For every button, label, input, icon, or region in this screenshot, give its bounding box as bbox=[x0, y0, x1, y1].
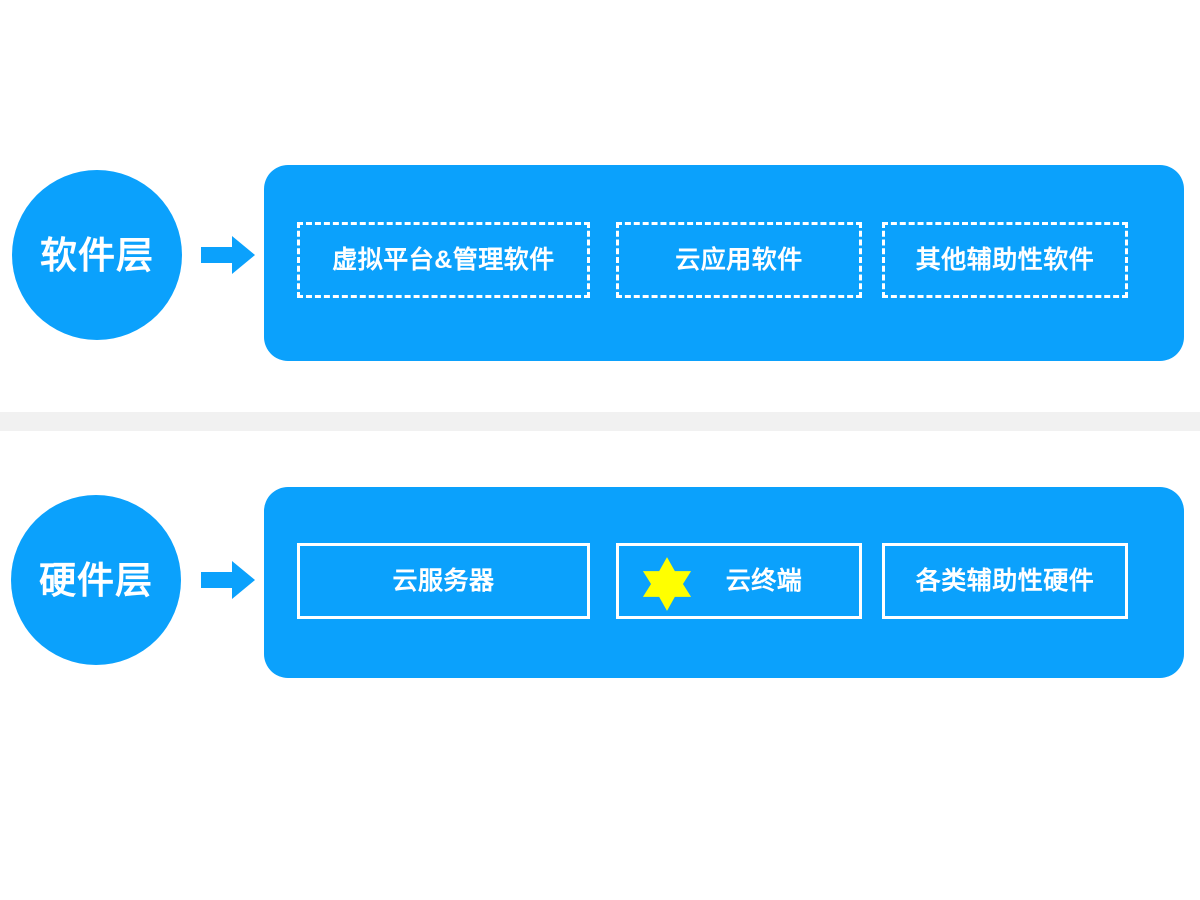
section-divider-band bbox=[0, 412, 1200, 431]
layer-circle-label-software: 软件层 bbox=[40, 234, 154, 276]
arrow-hardware bbox=[201, 561, 255, 599]
hardware-item-label-3: 各类辅助性硬件 bbox=[915, 566, 1095, 595]
hardware-item-label-1: 云服务器 bbox=[392, 566, 495, 595]
hardware-item-box-3[interactable]: 各类辅助性硬件 bbox=[882, 543, 1128, 619]
hardware-item-label-2: 云终端 bbox=[725, 566, 803, 595]
software-item-box-1[interactable]: 虚拟平台&管理软件 bbox=[297, 222, 590, 298]
software-item-label-2: 云应用软件 bbox=[675, 245, 803, 274]
layer-panel-software bbox=[264, 165, 1184, 361]
layer-circle-hardware[interactable]: 硬件层 bbox=[11, 495, 181, 665]
hardware-item-box-1[interactable]: 云服务器 bbox=[297, 543, 590, 619]
six-pointed-star-icon bbox=[639, 556, 695, 612]
software-item-label-1: 虚拟平台&管理软件 bbox=[332, 245, 555, 274]
layer-panel-hardware bbox=[264, 487, 1184, 678]
arrow-software bbox=[201, 236, 255, 274]
hardware-item-box-2[interactable]: 云终端 bbox=[616, 543, 862, 619]
layer-circle-label-hardware: 硬件层 bbox=[39, 559, 153, 601]
layer-circle-software[interactable]: 软件层 bbox=[12, 170, 182, 340]
software-item-box-2[interactable]: 云应用软件 bbox=[616, 222, 862, 298]
software-item-box-3[interactable]: 其他辅助性软件 bbox=[882, 222, 1128, 298]
software-item-label-3: 其他辅助性软件 bbox=[915, 245, 1095, 274]
